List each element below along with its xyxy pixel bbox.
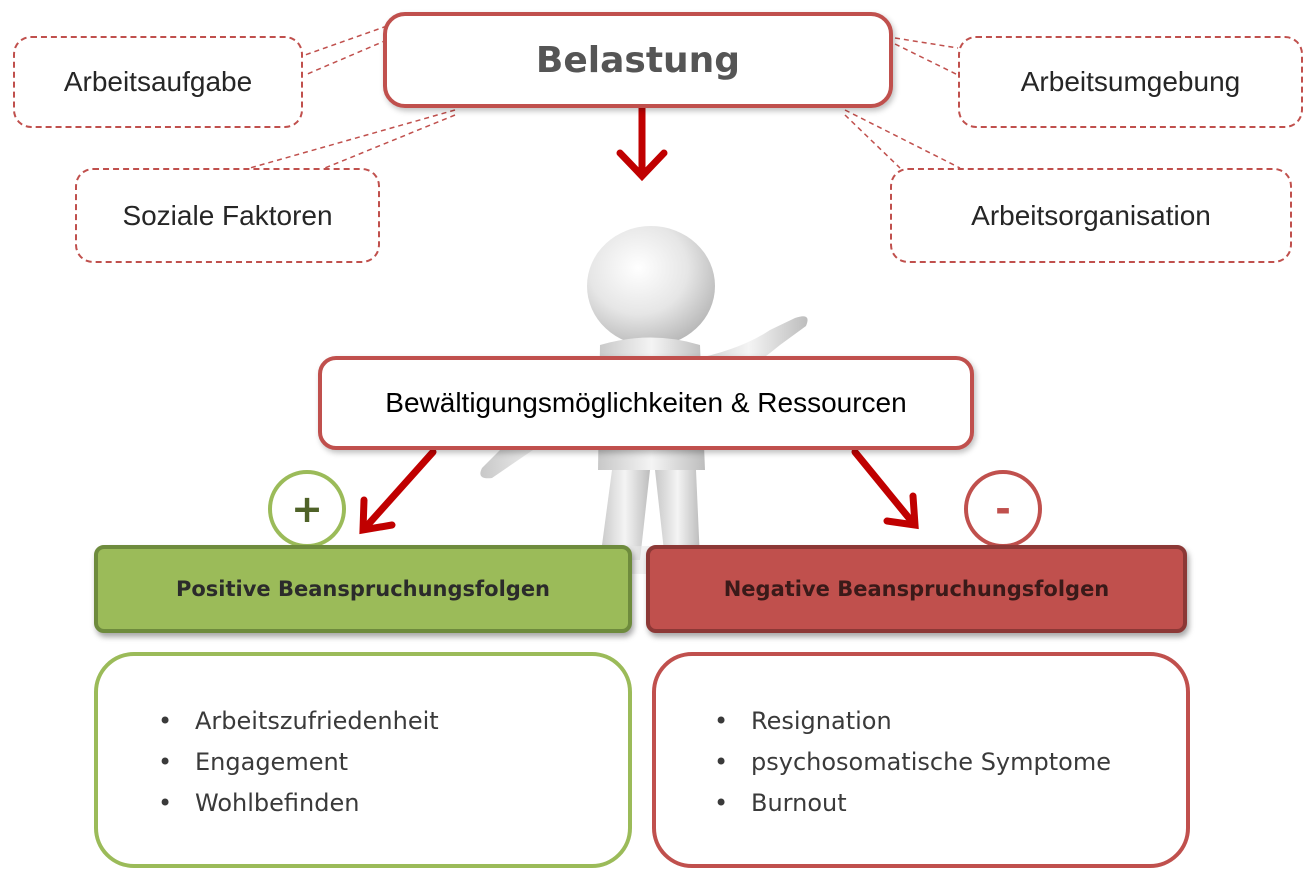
- list-item: Resignation: [714, 701, 1186, 742]
- load-title-box: Belastung: [383, 12, 893, 108]
- list-item: Burnout: [714, 783, 1186, 824]
- factor-environment-label: Arbeitsumgebung: [1020, 66, 1241, 97]
- factor-organisation-label: Arbeitsorganisation: [971, 199, 1211, 231]
- connector-lines: [249, 25, 961, 169]
- arrows: [359, 104, 919, 535]
- minus-circle-icon: -: [964, 470, 1042, 548]
- factor-environment-box: Arbeitsumgebung: [958, 36, 1303, 128]
- positive-consequences-list-box: Arbeitszufriedenheit Engagement Wohlbefi…: [94, 652, 632, 868]
- negative-consequences-list: Resignation psychosomatische Symptome Bu…: [714, 701, 1186, 824]
- plus-symbol: +: [291, 487, 323, 531]
- factor-social-label: Soziale Faktoren: [122, 199, 333, 231]
- factor-task-box: Arbeitsaufgabe: [13, 36, 303, 128]
- factor-organisation-box: Arbeitsorganisation: [890, 168, 1292, 263]
- negative-consequences-list-box: Resignation psychosomatische Symptome Bu…: [652, 652, 1190, 868]
- list-item: Arbeitszufriedenheit: [158, 701, 628, 742]
- positive-consequences-list: Arbeitszufriedenheit Engagement Wohlbefi…: [158, 701, 628, 824]
- factor-social-box: Soziale Faktoren: [75, 168, 380, 263]
- list-item: Engagement: [158, 742, 628, 783]
- plus-circle-icon: +: [268, 470, 346, 548]
- negative-consequences-header: Negative Beanspruchungsfolgen: [646, 545, 1187, 633]
- minus-symbol: -: [995, 487, 1011, 531]
- load-title: Belastung: [535, 39, 741, 81]
- coping-resources-label: Bewältigungsmöglichkeiten & Ressourcen: [385, 387, 907, 418]
- positive-header-label: Positive Beanspruchungsfolgen: [175, 577, 551, 601]
- factor-task-label: Arbeitsaufgabe: [63, 66, 253, 97]
- positive-consequences-header: Positive Beanspruchungsfolgen: [94, 545, 632, 633]
- list-item: psychosomatische Symptome: [714, 742, 1186, 783]
- negative-header-label: Negative Beanspruchungsfolgen: [723, 577, 1110, 601]
- coping-resources-box: Bewältigungsmöglichkeiten & Ressourcen: [318, 356, 974, 450]
- list-item: Wohlbefinden: [158, 783, 628, 824]
